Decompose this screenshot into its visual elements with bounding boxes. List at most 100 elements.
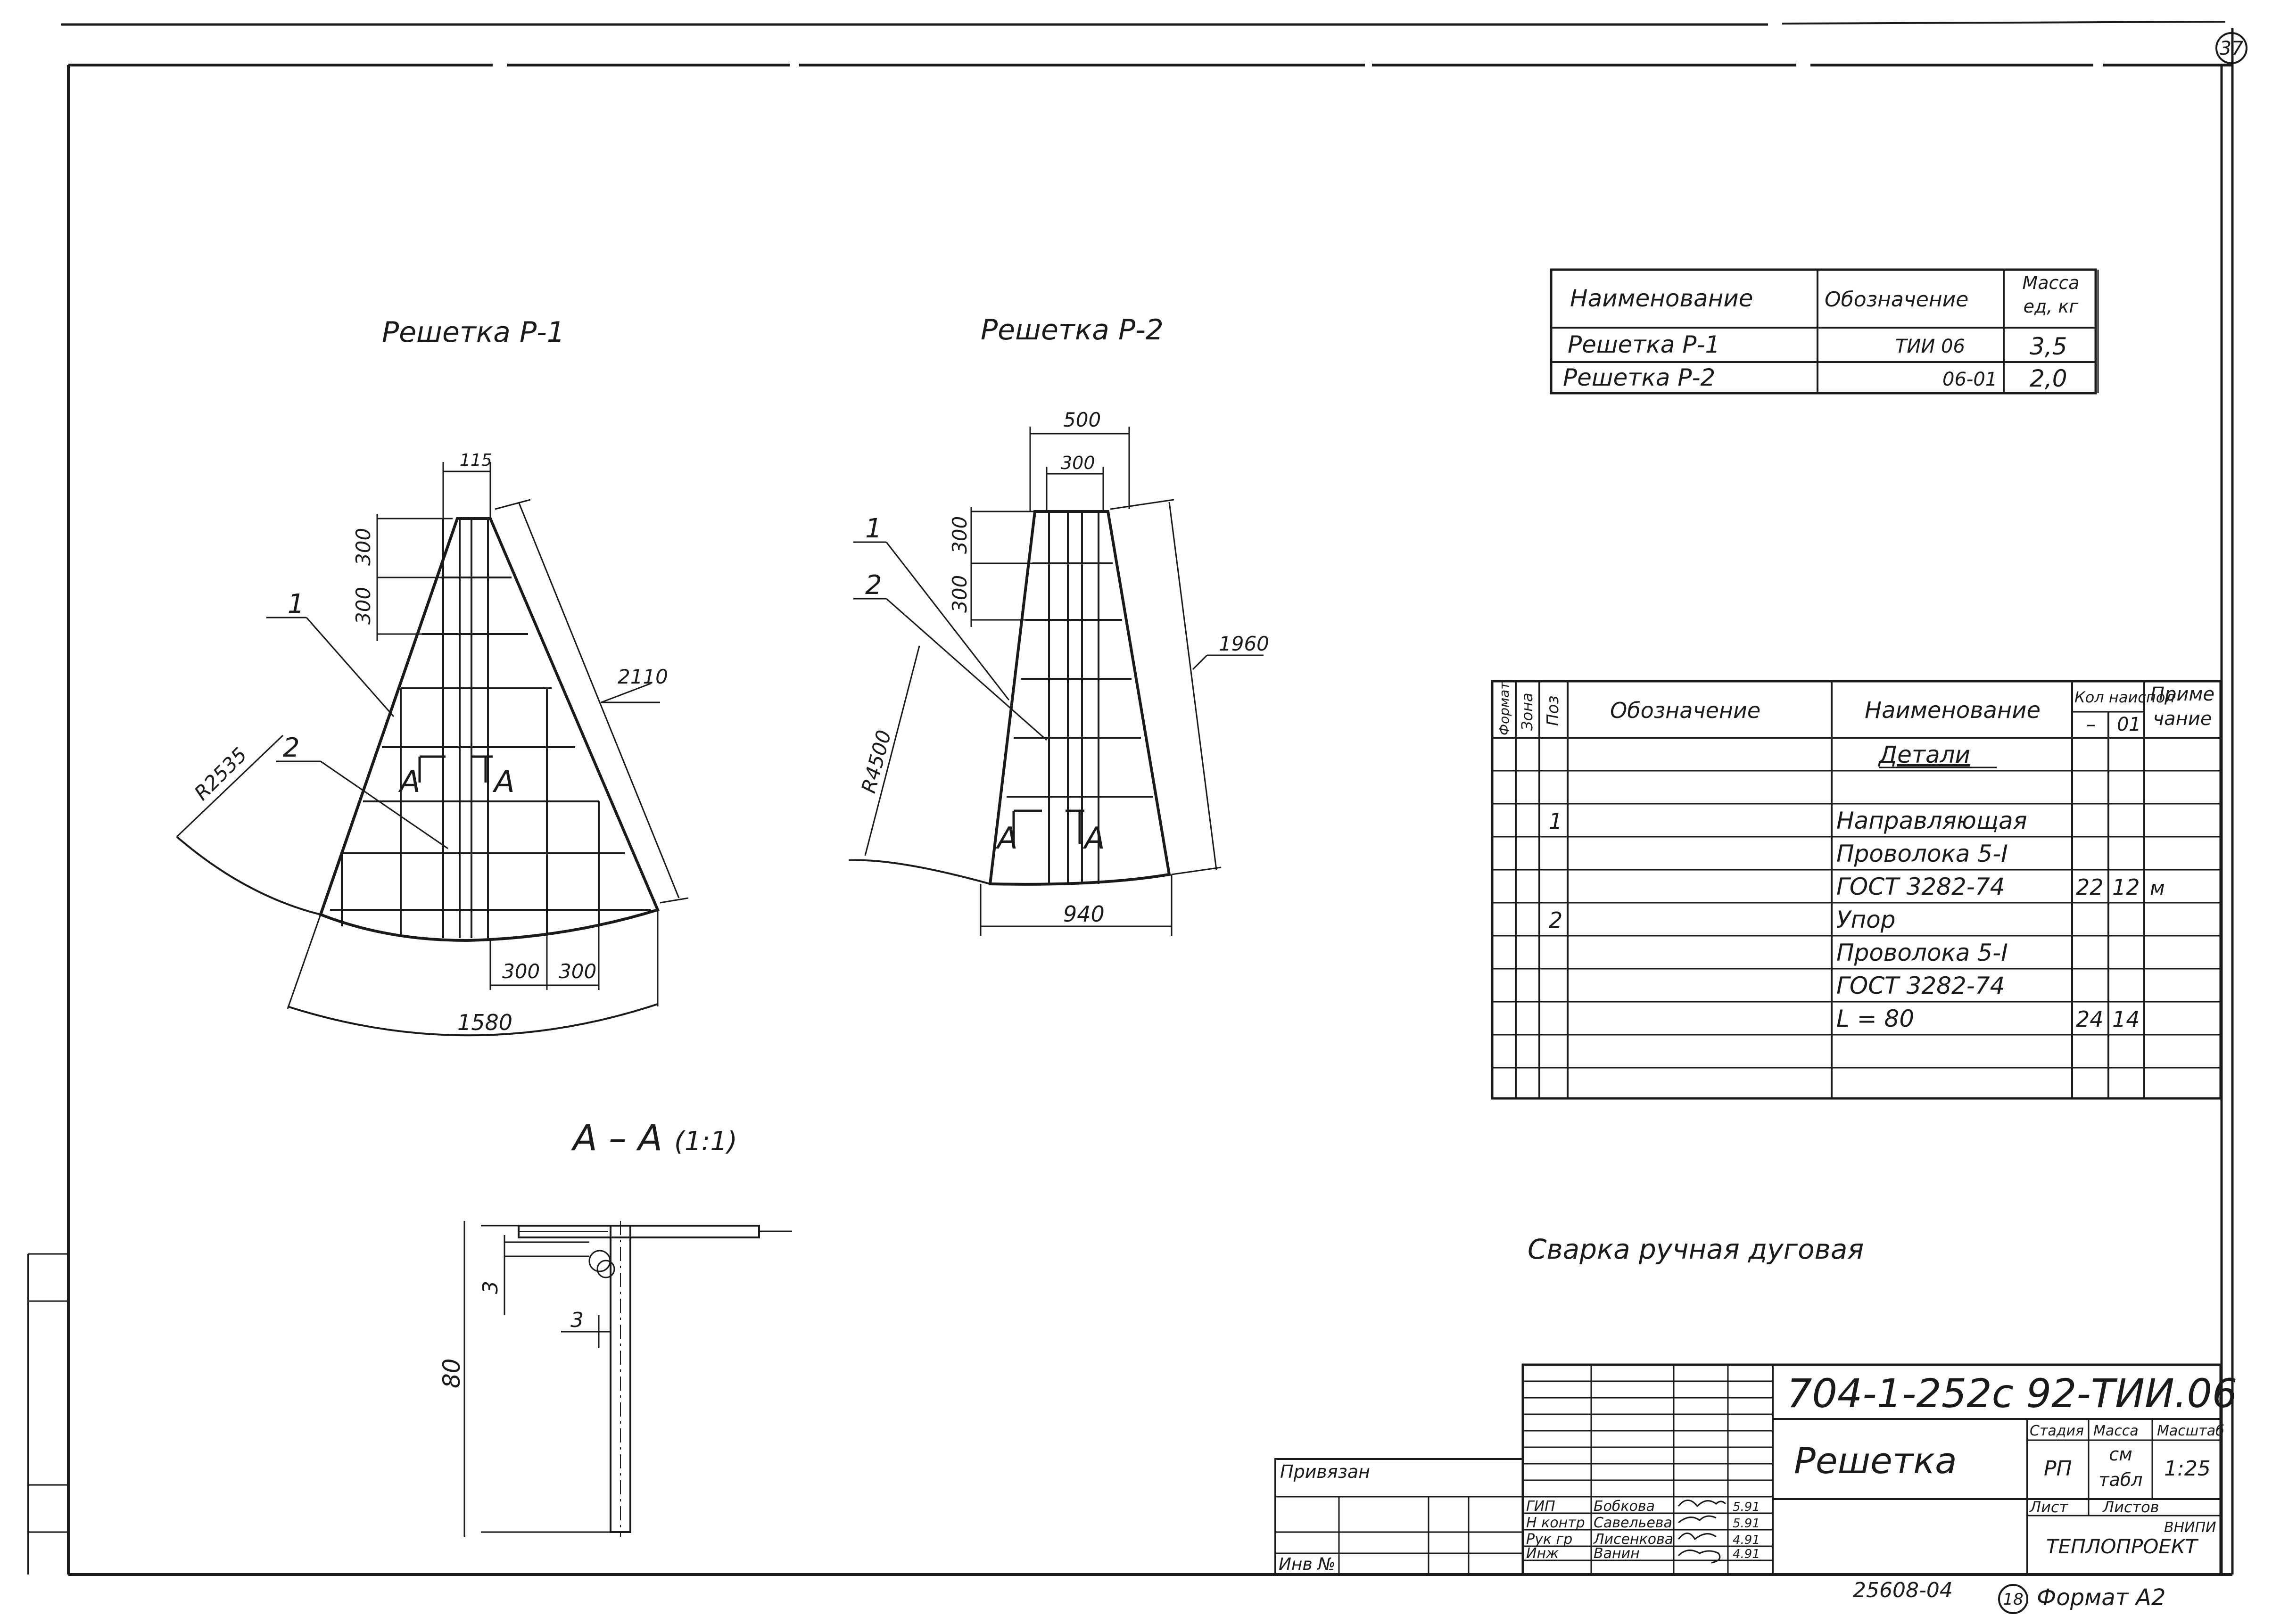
tb-person-1-date: 5.91 xyxy=(1733,1500,1760,1514)
signatures xyxy=(1677,1500,1727,1564)
spec-row-5-qty-a: 22 xyxy=(2076,874,2104,900)
bottom-number: 25608-04 xyxy=(1853,1578,1953,1602)
p1-dim-row2: 300 xyxy=(352,587,375,625)
spec-header-note: Примечание xyxy=(2150,684,2215,730)
p2-leader-2: 2 xyxy=(865,570,882,601)
spec-row-1-name: Детали xyxy=(1878,741,1970,768)
spec-header-pos: Поз xyxy=(1544,696,1562,726)
p2-title: Решетка Р-2 xyxy=(981,313,1164,346)
tb-mass-hdr: Масса xyxy=(2093,1423,2139,1439)
tb-scale: 1:25 xyxy=(2164,1457,2211,1481)
tb-person-4-role: Инж xyxy=(1526,1545,1559,1562)
p1-dim-bottom-a: 300 xyxy=(502,960,540,983)
spec-header-qty-b: 01 xyxy=(2117,714,2141,735)
section-aa: А – А (1:1) 80 3 3 xyxy=(438,1117,792,1537)
tb-scale-hdr: Масштаб xyxy=(2157,1423,2224,1439)
mass-row2-name: Решетка Р-2 xyxy=(1563,364,1715,391)
mass-row1-mass: 3,5 xyxy=(2030,333,2067,360)
aa-dim-gap-b: 3 xyxy=(570,1308,584,1332)
tb-mass: см табл xyxy=(2099,1444,2143,1490)
spec-header-format: Формат xyxy=(1496,682,1512,735)
tb-org-1: ВНИПИ xyxy=(2164,1519,2216,1536)
spec-header-zone: Зона xyxy=(1518,692,1536,731)
mass-row1-name: Решетка Р-1 xyxy=(1568,331,1720,358)
spec-row-9-qty-b: 14 xyxy=(2112,1006,2140,1032)
tb-sheet-hdr: Лист xyxy=(2029,1498,2068,1516)
drawing-p2: Решетка Р-2 А А 500 300 300 xyxy=(848,313,1269,936)
spec-row-6-name: Упор xyxy=(1836,906,1896,933)
spec-row-4-name: Проволока 5-I xyxy=(1836,840,2008,867)
tb-attached: Привязан xyxy=(1280,1461,1370,1482)
mass-header-name: Наименование xyxy=(1570,285,1753,312)
mass-table: Наименование Обозначение Масса ед, кг Ре… xyxy=(1550,268,2099,395)
p2-dim-row1: 300 xyxy=(948,516,971,554)
tb-code: 704-1-252с 92-ТИИ.06 xyxy=(1787,1370,2237,1417)
tb-person-1-name: Бобкова xyxy=(1594,1498,1655,1515)
p1-leader-1: 1 xyxy=(288,589,305,619)
tb-person-4-name: Ванин xyxy=(1594,1545,1640,1562)
p2-dim-top-outer: 500 xyxy=(1063,408,1101,431)
tb-person-2-date: 5.91 xyxy=(1733,1517,1760,1531)
tb-item-name: Решетка xyxy=(1794,1440,1957,1482)
tb-stage-hdr: Стадия xyxy=(2030,1423,2084,1439)
spec-row-8-name: ГОСТ 3282-74 xyxy=(1836,972,2005,999)
sheet-number: 37 xyxy=(2220,38,2244,59)
p1-dim-row1: 300 xyxy=(352,528,375,566)
spec-row-3-pos: 1 xyxy=(1549,808,1562,834)
p2-dim-top-inner: 300 xyxy=(1061,453,1095,473)
p2-section-right: А xyxy=(1082,821,1105,856)
p1-section-left: А xyxy=(398,765,421,800)
spec-header-designation: Обозначение xyxy=(1610,698,1760,723)
p1-dim-top: 115 xyxy=(460,451,492,470)
p1-section-right: А xyxy=(492,765,515,800)
bottom-format: Формат А2 xyxy=(2037,1584,2165,1611)
p1-dim-side: 2110 xyxy=(618,665,668,688)
p1-dim-bottom-b: 300 xyxy=(559,960,596,983)
spec-table: Формат Зона Поз Обозначение Наименование… xyxy=(1491,680,2222,1100)
spec-header-name: Наименование xyxy=(1865,697,2041,724)
spec-row-9-qty-a: 24 xyxy=(2076,1006,2104,1032)
aa-dim-gap-a: 3 xyxy=(479,1281,503,1294)
aa-dim-height: 80 xyxy=(438,1358,465,1388)
tb-person-3-date: 4.91 xyxy=(1733,1533,1760,1547)
sheet-number-stamp: 37 xyxy=(2215,32,2247,64)
aa-scale: (1:1) xyxy=(674,1126,737,1157)
tb-person-2-role: Н контр xyxy=(1526,1515,1585,1531)
mass-row2-designation: 06-01 xyxy=(1942,369,1997,390)
p1-dim-arc: 1580 xyxy=(457,1010,512,1035)
p2-dim-side: 1960 xyxy=(1219,632,1269,655)
tb-org-2: ТЕПЛОПРОЕКТ xyxy=(2046,1535,2199,1558)
spec-row-3-name: Направляющая xyxy=(1836,807,2027,834)
p2-leader-1: 1 xyxy=(865,513,882,544)
spec-row-6-pos: 2 xyxy=(1549,907,1562,933)
p2-dim-arc: 940 xyxy=(1063,901,1105,927)
tb-inv: Инв № xyxy=(1279,1555,1336,1574)
spec-row-5-note: м xyxy=(2150,876,2165,899)
aa-title: А – А xyxy=(570,1117,662,1159)
spec-header-qty: Кол наиспол xyxy=(2074,688,2175,706)
tb-person-3-role: Рук гр xyxy=(1526,1531,1572,1548)
bottom-copy-no: 18 xyxy=(2003,1590,2023,1609)
tb-stage: РП xyxy=(2044,1457,2072,1481)
welding-note: Сварка ручная дуговая xyxy=(1528,1233,1864,1265)
title-block: Привязан Инв № 704-1-252с 92-ТИИ.06 Реше… xyxy=(1274,1363,2237,1576)
tb-sheets-hdr: Листов xyxy=(2102,1498,2159,1516)
mass-row1-designation: ТИИ 06 xyxy=(1895,336,1965,357)
mass-header-designation: Обозначение xyxy=(1825,288,1968,312)
tb-person-1-role: ГИП xyxy=(1526,1498,1555,1515)
p2-dim-row2: 300 xyxy=(948,575,971,613)
spec-row-5-name: ГОСТ 3282-74 xyxy=(1836,873,2005,900)
mass-row2-mass: 2,0 xyxy=(2030,365,2067,392)
p1-leader-2: 2 xyxy=(283,733,300,763)
spec-row-5-qty-b: 12 xyxy=(2112,874,2140,900)
spec-row-7-name: Проволока 5-I xyxy=(1836,939,2008,966)
tb-person-4-date: 4.91 xyxy=(1733,1547,1760,1561)
tb-person-3-name: Лисенкова xyxy=(1593,1531,1673,1548)
drawing-p1: Решетка Р-1 А А xyxy=(176,316,689,1037)
mass-header-mass: Масса ед, кг xyxy=(2022,272,2080,317)
p1-title: Решетка Р-1 xyxy=(382,316,565,349)
spec-header-qty-a: – xyxy=(2086,714,2096,735)
spec-row-9-name: L = 80 xyxy=(1836,1005,1914,1032)
tb-person-2-name: Савельева xyxy=(1594,1515,1672,1531)
